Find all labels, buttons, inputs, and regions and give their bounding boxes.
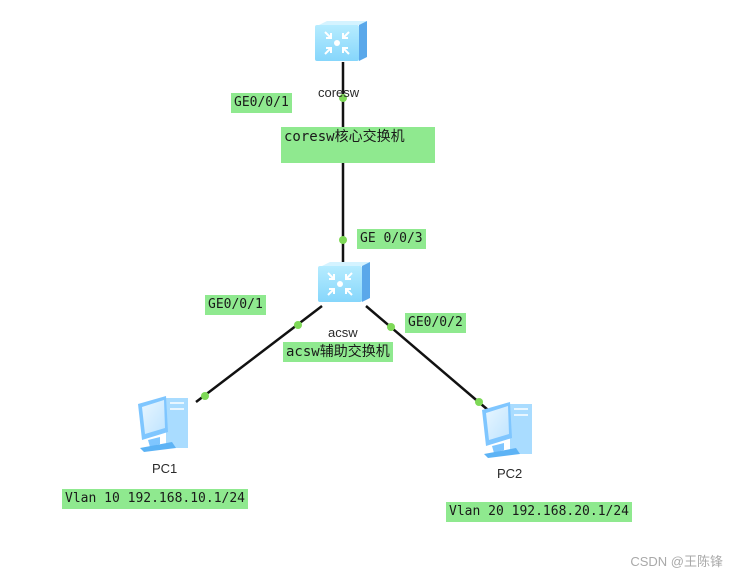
port-dot[interactable] (475, 398, 483, 406)
port-dot[interactable] (387, 323, 395, 331)
device-name-acsw: acsw (328, 325, 358, 340)
switch-icon[interactable] (318, 262, 370, 302)
link-acsw-pc1[interactable] (195, 305, 323, 403)
port-label-acsw-ge003: GE 0/0/3 (357, 229, 426, 249)
pc1-vlan-label: Vlan 10 192.168.10.1/24 (62, 489, 249, 509)
port-dot[interactable] (339, 94, 347, 102)
link-acsw-pc2[interactable] (365, 305, 489, 411)
port-dot[interactable] (201, 392, 209, 400)
pc2-vlan-label: Vlan 20 192.168.20.1/24 (446, 502, 633, 522)
port-label-acsw-ge001: GE0/0/1 (205, 295, 266, 315)
device-name-pc2: PC2 (497, 466, 523, 481)
watermark: CSDN @王陈锋 (630, 554, 723, 569)
acsw-description: acsw辅助交换机 (283, 342, 393, 362)
port-label-acsw-ge002: GE0/0/2 (405, 313, 466, 333)
port-dot[interactable] (339, 236, 347, 244)
port-label-coresw-ge001: GE0/0/1 (231, 93, 292, 113)
pc-icon[interactable] (482, 402, 532, 458)
coresw-description: coresw核心交换机 (281, 127, 435, 163)
device-name-pc1: PC1 (152, 461, 178, 476)
switch-icon[interactable] (315, 21, 367, 61)
device-name-coresw: coresw (318, 85, 360, 100)
port-dot[interactable] (294, 321, 302, 329)
pc-icon[interactable] (138, 396, 188, 452)
